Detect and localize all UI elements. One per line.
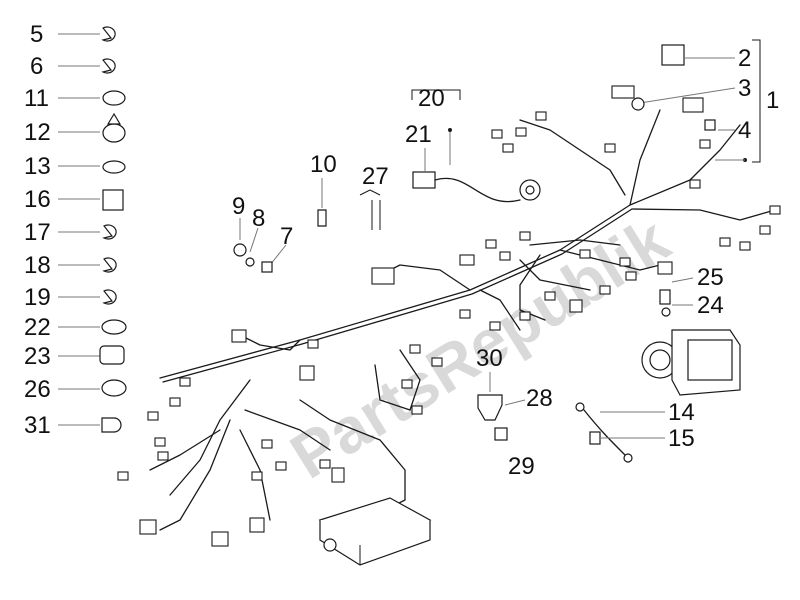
ground-cable (575, 402, 665, 463)
fuse-4-icon (704, 119, 716, 131)
callout-18: 18 (24, 252, 51, 279)
screw-15-icon (589, 431, 601, 445)
throttle-body (641, 277, 741, 396)
relay-2-icon (661, 44, 685, 66)
control-unit (318, 497, 432, 566)
callout-26: 26 (24, 376, 51, 403)
hose-clamp-6-icon (101, 58, 116, 74)
connector-21-icon (412, 171, 436, 189)
callout-25: 25 (697, 264, 724, 291)
callout-28: 28 (526, 385, 553, 412)
callout-15: 15 (668, 425, 695, 452)
callout-labels: 5 6 11 12 13 16 17 18 19 22 23 26 31 2 3… (24, 21, 779, 480)
cable-tie-13-icon (102, 160, 126, 174)
parts-1-to-4 (631, 39, 761, 163)
callout-7: 7 (280, 223, 293, 250)
callout-1: 1 (766, 87, 779, 114)
clip-7-icon (261, 261, 273, 273)
callout-11: 11 (24, 85, 49, 112)
cable-tie-26-icon (101, 379, 127, 397)
screw-25-icon (659, 289, 671, 305)
screw-10-icon (317, 209, 327, 227)
callout-3: 3 (738, 75, 751, 102)
cable-sleeve-23-icon (99, 345, 125, 365)
callout-5: 5 (30, 21, 43, 48)
callout-19: 19 (24, 284, 51, 311)
connector-icon (371, 267, 395, 285)
callout-23: 23 (24, 343, 51, 370)
callout-29: 29 (508, 453, 535, 480)
connector-icon (231, 329, 247, 343)
callout-6: 6 (30, 53, 43, 80)
callout-12: 12 (24, 119, 51, 146)
callout-13: 13 (24, 153, 51, 180)
callout-20: 20 (418, 85, 445, 112)
harness-connectors (117, 85, 781, 547)
main-wiring-harness (149, 109, 776, 531)
callout-21: 21 (405, 121, 432, 148)
washer-9-icon (233, 243, 247, 257)
callout-10: 10 (310, 151, 337, 178)
washer-8-icon (245, 257, 255, 267)
connector-icon (682, 97, 704, 113)
callout-9: 9 (232, 193, 245, 220)
callout-4: 4 (738, 117, 751, 144)
cable-tie-11-icon (102, 90, 126, 106)
connector-icon (611, 85, 635, 99)
callout-14: 14 (668, 399, 695, 426)
callout-27: 27 (362, 163, 389, 190)
hose-clamp-18-icon (102, 257, 117, 273)
cable-holder-12-icon (102, 123, 126, 143)
cable-tie-22-icon (101, 319, 127, 335)
grommet-3-icon (631, 97, 645, 111)
callout-17: 17 (24, 219, 51, 246)
callout-31: 31 (24, 412, 51, 439)
screw-29-icon (494, 427, 508, 441)
washer-24-icon (661, 307, 671, 317)
lead-wire-20-21 (411, 89, 541, 203)
bracket-30-icon (477, 394, 503, 421)
parts-7-to-10 (233, 178, 381, 273)
callout-8: 8 (252, 205, 265, 232)
clamp-parts-column (58, 26, 127, 433)
clip-16-icon (102, 189, 124, 211)
callout-22: 22 (24, 314, 51, 341)
hose-clamp-19-icon (102, 289, 117, 305)
callout-2: 2 (738, 45, 751, 72)
callout-16: 16 (24, 186, 51, 213)
hose-clamp-5-icon (101, 26, 116, 42)
hose-clamp-17-icon (102, 224, 117, 240)
clip-31-icon (101, 417, 122, 433)
callout-24: 24 (697, 292, 724, 319)
bracket-parts (477, 372, 526, 441)
callout-30: 30 (476, 345, 503, 372)
